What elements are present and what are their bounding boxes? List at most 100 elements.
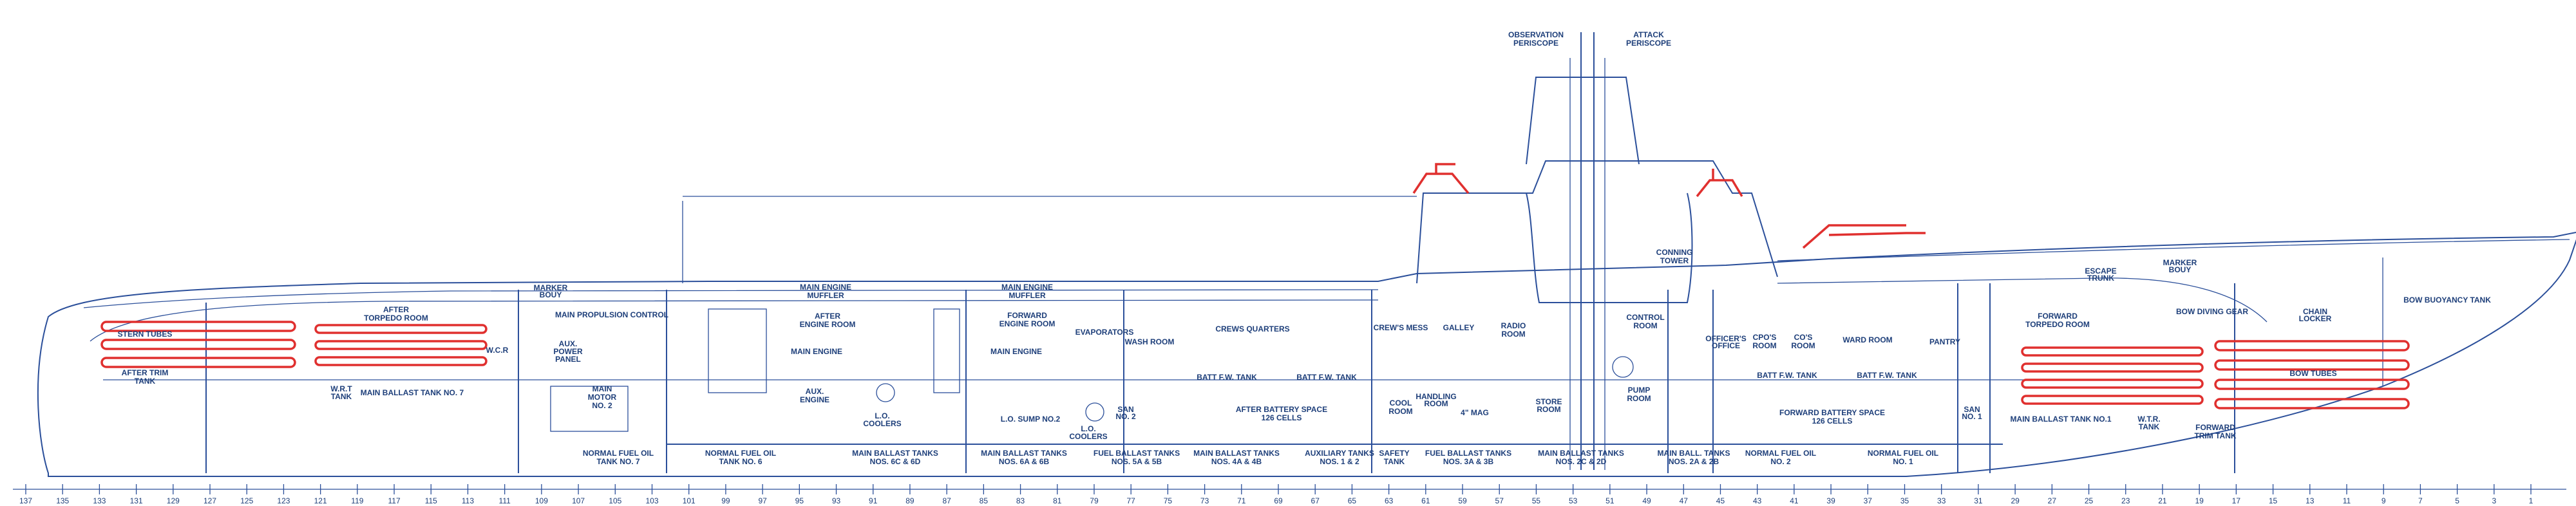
frame-number: 103 [645, 496, 658, 505]
frame-number: 3 [2492, 496, 2496, 505]
frame-number: 7 [2418, 496, 2423, 505]
frame-number: 109 [535, 496, 548, 505]
periscope-shears [1526, 77, 1640, 165]
frame-number: 63 [1385, 496, 1394, 505]
label-batt-fw-tank-4: BATT F.W. TANK [1857, 371, 1917, 380]
bulkheads [205, 258, 2383, 473]
frame-number: 75 [1164, 496, 1173, 505]
stern-torpedo-tubes [100, 321, 296, 368]
hull-structure [37, 32, 2576, 477]
label-main-propulsion-control: MAIN PROPULSION CONTROL [555, 310, 668, 319]
frame-number: 69 [1274, 496, 1283, 505]
frame-number: 55 [1532, 496, 1541, 505]
frame-number: 45 [1716, 496, 1725, 505]
frame-number: 107 [572, 496, 585, 505]
label-wtr-tank-fwd: W.T.R.TANK [2137, 415, 2160, 431]
frame-number: 115 [425, 496, 437, 505]
label-batt-fw-tank-2: BATT F.W. TANK [1296, 373, 1357, 382]
frame-number: 83 [1016, 496, 1025, 505]
control-wheel [1612, 356, 1634, 378]
label-batt-fw-tank-3: BATT F.W. TANK [1757, 371, 1817, 380]
deck-gun-aft [1412, 163, 1470, 194]
frame-number: 137 [19, 496, 32, 505]
frame-number: 25 [2085, 496, 2094, 505]
label-aux-engine: AUX.ENGINE [800, 387, 829, 404]
frame-number: 15 [2269, 496, 2278, 505]
frame-number: 95 [795, 496, 804, 505]
frame-number: 113 [462, 496, 474, 505]
frame-number: 61 [1421, 496, 1430, 505]
label-lo-coolers-fwd: L.O.COOLERS [1069, 424, 1107, 441]
frame-number: 59 [1458, 496, 1467, 505]
label-stern-tubes: STERN TUBES [118, 330, 173, 339]
frame-number: 135 [56, 496, 69, 505]
label-main-engine-fwd: MAIN ENGINE [990, 347, 1042, 356]
frame-number: 127 [204, 496, 216, 505]
label-main-ballast-tank-7: MAIN BALLAST TANK NO. 7 [361, 388, 464, 397]
frame-number: 101 [683, 496, 696, 505]
frame-number: 105 [609, 496, 621, 505]
label-batt-fw-tank-1: BATT F.W. TANK [1197, 373, 1257, 382]
frame-number: 57 [1495, 496, 1504, 505]
label-evaporators: EVAPORATORS [1075, 328, 1134, 337]
label-lo-coolers-aft: L.O.COOLERS [863, 411, 901, 428]
label-bow-tubes: BOW TUBES [2289, 369, 2336, 378]
label-wash-room: WASH ROOM [1125, 337, 1175, 346]
frame-number: 119 [351, 496, 363, 505]
label-crews-quarters: CREWS QUARTERS [1215, 324, 1289, 333]
deck-gun-fwd [1802, 224, 1926, 249]
frame-number: 131 [130, 496, 143, 505]
label-ward-room: WARD ROOM [1842, 335, 1892, 344]
frame-number: 43 [1753, 496, 1762, 505]
main-engine-fwd-block [933, 308, 960, 393]
frame-number: 29 [2011, 496, 2020, 505]
main-deck-line [83, 239, 2570, 308]
frame-number: 81 [1053, 496, 1062, 505]
main-motor-block [550, 386, 629, 432]
frame-number: 5 [2455, 496, 2459, 505]
frame-number: 31 [1974, 496, 1983, 505]
frame-number: 33 [1937, 496, 1946, 505]
sail [1416, 160, 1778, 284]
frame-number: 87 [942, 496, 951, 505]
label-wcr: W.C.R [486, 346, 509, 355]
frame-number: 37 [1864, 496, 1873, 505]
frame-number: 47 [1680, 496, 1689, 505]
frame-number: 89 [905, 496, 914, 505]
frame-number: 49 [1642, 496, 1651, 505]
frame-number: 19 [2195, 496, 2204, 505]
frame-number: 85 [980, 496, 989, 505]
frame-number: 21 [2158, 496, 2167, 505]
frame-number: 17 [2232, 496, 2241, 505]
conning-tower-shell [1526, 192, 1693, 303]
label-lo-sump-2: L.O. SUMP NO.2 [1001, 415, 1061, 424]
label-main-engine-aft: MAIN ENGINE [791, 347, 842, 356]
